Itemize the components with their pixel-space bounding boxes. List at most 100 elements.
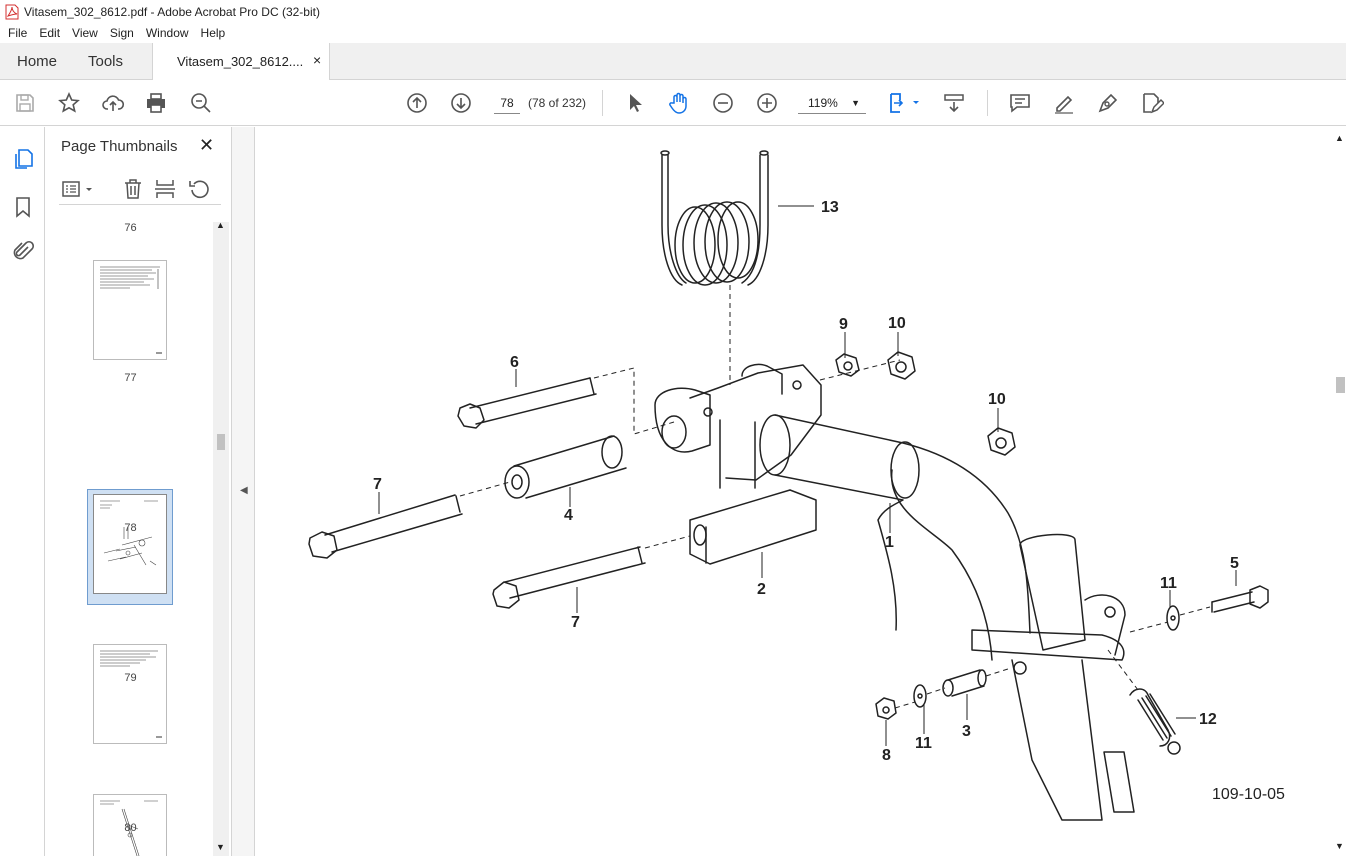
tab-tools[interactable]: Tools: [88, 53, 124, 70]
thumbnail-label: 78: [124, 522, 137, 534]
navigation-rail: [0, 127, 45, 856]
part-spring-12: [1129, 688, 1181, 755]
callout-label: 10: [988, 391, 1006, 408]
thumbnail-options-icon[interactable]: [61, 179, 95, 201]
part-nut-8: [875, 697, 897, 720]
callout-label: 13: [821, 199, 839, 216]
thumbnail-label: 79: [124, 672, 137, 684]
part-bolt-5: [1211, 585, 1269, 613]
save-icon[interactable]: [13, 91, 37, 115]
main-toolbar: 78 (78 of 232) 119%▼: [0, 80, 1346, 126]
next-page-icon[interactable]: [449, 91, 473, 115]
tab-bar: Home Tools Vitasem_302_8612.... ×: [0, 43, 1346, 80]
thumbnail-page[interactable]: [93, 260, 167, 360]
tab-document[interactable]: Vitasem_302_8612.... ×: [152, 43, 330, 80]
callout-label: 11: [915, 735, 932, 752]
thumbnail-scrollbar[interactable]: ▲ ▼: [213, 220, 229, 856]
callout-label: 10: [888, 315, 906, 332]
menu-sign[interactable]: Sign: [109, 26, 134, 40]
tab-document-label: Vitasem_302_8612....: [177, 54, 304, 69]
thumbnail-page-selected[interactable]: [93, 494, 167, 594]
callout-label: 6: [510, 354, 519, 371]
close-icon[interactable]: ✕: [199, 135, 215, 155]
panel-toolbar: [59, 177, 221, 205]
callout-label: 12: [1199, 711, 1217, 728]
page-count: (78 of 232): [528, 96, 587, 110]
previous-page-icon[interactable]: [405, 91, 429, 115]
rotate-icon[interactable]: [187, 177, 211, 201]
part-bolt-6: [457, 377, 597, 429]
menu-file[interactable]: File: [8, 26, 28, 40]
page-number-input[interactable]: 78: [494, 92, 520, 114]
panel-collapse-handle[interactable]: ◀: [231, 127, 255, 856]
delete-icon[interactable]: [121, 177, 145, 201]
tab-home[interactable]: Home: [17, 53, 58, 70]
part-bolt-7b: [492, 546, 646, 609]
callout-label: 2: [757, 581, 766, 598]
thumbnail-page[interactable]: [93, 794, 167, 856]
attachment-icon[interactable]: [11, 239, 35, 263]
comment-icon[interactable]: [1008, 91, 1032, 115]
menu-window[interactable]: Window: [145, 26, 189, 40]
callout-label: 3: [962, 723, 971, 740]
print-icon[interactable]: [144, 91, 168, 115]
callout-label: 5: [1230, 555, 1239, 572]
hand-tool-icon[interactable]: [667, 91, 691, 115]
thumbnail-label: 80: [124, 822, 137, 834]
insert-page-icon[interactable]: [153, 177, 177, 201]
acrobat-icon: [5, 4, 19, 19]
page-thumbnails-icon[interactable]: [11, 147, 35, 171]
part-nut-10b: [987, 427, 1016, 456]
menu-help[interactable]: Help: [200, 26, 226, 40]
panel-title: Page Thumbnails: [61, 138, 178, 155]
part-spacer: [689, 489, 817, 565]
parts-diagram: 13 9 10 6 10 7 4 1 2 7 11 5 12 3 11 8: [308, 150, 1269, 821]
part-washer-11a: [1166, 605, 1180, 631]
document-scrollbar[interactable]: ▲ ▼: [1334, 127, 1346, 856]
callout-label: 7: [373, 476, 382, 493]
scrollbar-thumb[interactable]: [1336, 377, 1345, 393]
select-cursor-icon[interactable]: [623, 91, 647, 115]
callout-label: 9: [839, 316, 848, 333]
tab-close-icon[interactable]: ×: [313, 52, 322, 68]
callout-label: 1: [885, 534, 894, 551]
draw-pen-icon[interactable]: [1096, 91, 1120, 115]
bookmark-icon[interactable]: [11, 195, 35, 219]
menu-view[interactable]: View: [72, 26, 98, 40]
part-bracket: [654, 363, 822, 489]
star-icon[interactable]: [57, 91, 81, 115]
part-arm: [759, 414, 1135, 821]
menu-edit[interactable]: Edit: [39, 26, 61, 40]
chevron-left-icon: ◀: [240, 485, 248, 496]
edit-document-icon[interactable]: [1140, 91, 1166, 115]
callout-label: 7: [571, 614, 580, 631]
part-bolt-7a: [308, 494, 463, 559]
zoom-level-select[interactable]: 119%▼: [798, 92, 866, 114]
toolbar-divider: [602, 90, 603, 116]
toolbar-divider: [987, 90, 988, 116]
zoom-search-icon[interactable]: [189, 91, 213, 115]
scroll-down-icon[interactable]: ▼: [1335, 841, 1344, 851]
window-title: Vitasem_302_8612.pdf - Adobe Acrobat Pro…: [24, 4, 320, 19]
upload-cloud-icon[interactable]: [101, 91, 125, 115]
part-sleeve: [504, 435, 627, 499]
scroll-down-icon[interactable]: ▼: [216, 842, 225, 852]
callout-label: 4: [564, 507, 573, 524]
page-fit-icon[interactable]: [888, 91, 922, 115]
zoom-out-icon[interactable]: [711, 91, 735, 115]
callout-label: 8: [882, 747, 891, 764]
thumbnail-label: 77: [124, 372, 137, 384]
title-bar: Vitasem_302_8612.pdf - Adobe Acrobat Pro…: [0, 0, 1346, 23]
scroll-mode-icon[interactable]: [942, 91, 966, 115]
scroll-up-icon[interactable]: ▲: [1335, 133, 1344, 143]
scrollbar-thumb[interactable]: [217, 434, 225, 450]
highlight-pen-icon[interactable]: [1052, 91, 1076, 115]
thumbnail-page[interactable]: [93, 644, 167, 744]
page-thumbnails-panel: Page Thumbnails ✕ 76 77 78 79 80 ▲ ▼: [45, 127, 231, 856]
part-spring: [660, 150, 769, 286]
thumbnail-list: 76 77 78 79 80: [45, 212, 216, 856]
chevron-down-icon: ▼: [851, 98, 860, 108]
menu-bar: File Edit View Sign Window Help: [0, 23, 1346, 43]
zoom-in-icon[interactable]: [755, 91, 779, 115]
scroll-up-icon[interactable]: ▲: [216, 220, 225, 230]
